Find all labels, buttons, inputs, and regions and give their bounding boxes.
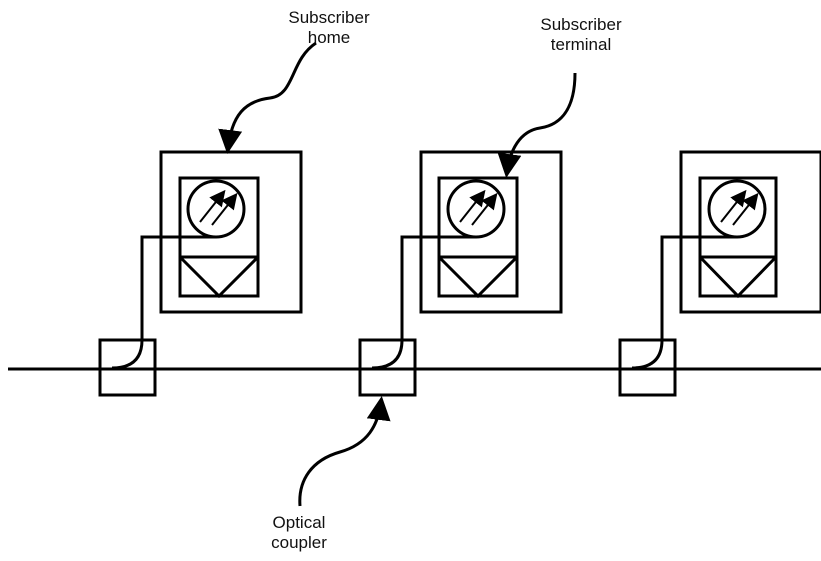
optical-coupler-box xyxy=(618,338,677,397)
optical-coupler-label-line-2: coupler xyxy=(271,533,327,552)
subscriber-home-box xyxy=(419,150,563,314)
subscriber-terminal-label: Subscriber terminal xyxy=(531,15,631,55)
light-arrows-icon xyxy=(720,189,759,226)
subscriber-terminal-label-line-2: terminal xyxy=(550,35,612,54)
optical-coupler-callout xyxy=(298,396,391,507)
optical-coupler-box xyxy=(358,338,417,397)
light-arrows-icon xyxy=(459,189,498,226)
subscriber-home-box xyxy=(679,150,821,314)
transmitter-triangle-icon xyxy=(437,255,519,299)
subscriber-home-label: Subscriber home xyxy=(279,8,379,48)
optical-coupler-label: Optical coupler xyxy=(249,513,349,553)
optical-coupler-box xyxy=(98,338,157,397)
subscriber-home-callout xyxy=(218,41,317,154)
subscriber-unit-3 xyxy=(618,150,821,397)
subscriber-home-label-line-1: Subscriber xyxy=(288,8,370,27)
photodetector-icon xyxy=(446,179,506,239)
subscriber-unit-2 xyxy=(358,150,563,397)
subscriber-unit-1 xyxy=(98,150,303,397)
transmitter-triangle-icon xyxy=(698,255,778,299)
subscriber-terminal-callout xyxy=(497,72,577,178)
subscriber-home-label-line-2: home xyxy=(307,28,351,47)
subscriber-terminal-label-line-1: Subscriber xyxy=(540,15,622,34)
photodetector-icon xyxy=(186,179,246,239)
optical-coupler-label-line-1: Optical xyxy=(272,513,326,532)
photodetector-icon xyxy=(707,179,767,239)
light-arrows-icon xyxy=(199,189,238,226)
transmitter-triangle-icon xyxy=(178,255,260,299)
